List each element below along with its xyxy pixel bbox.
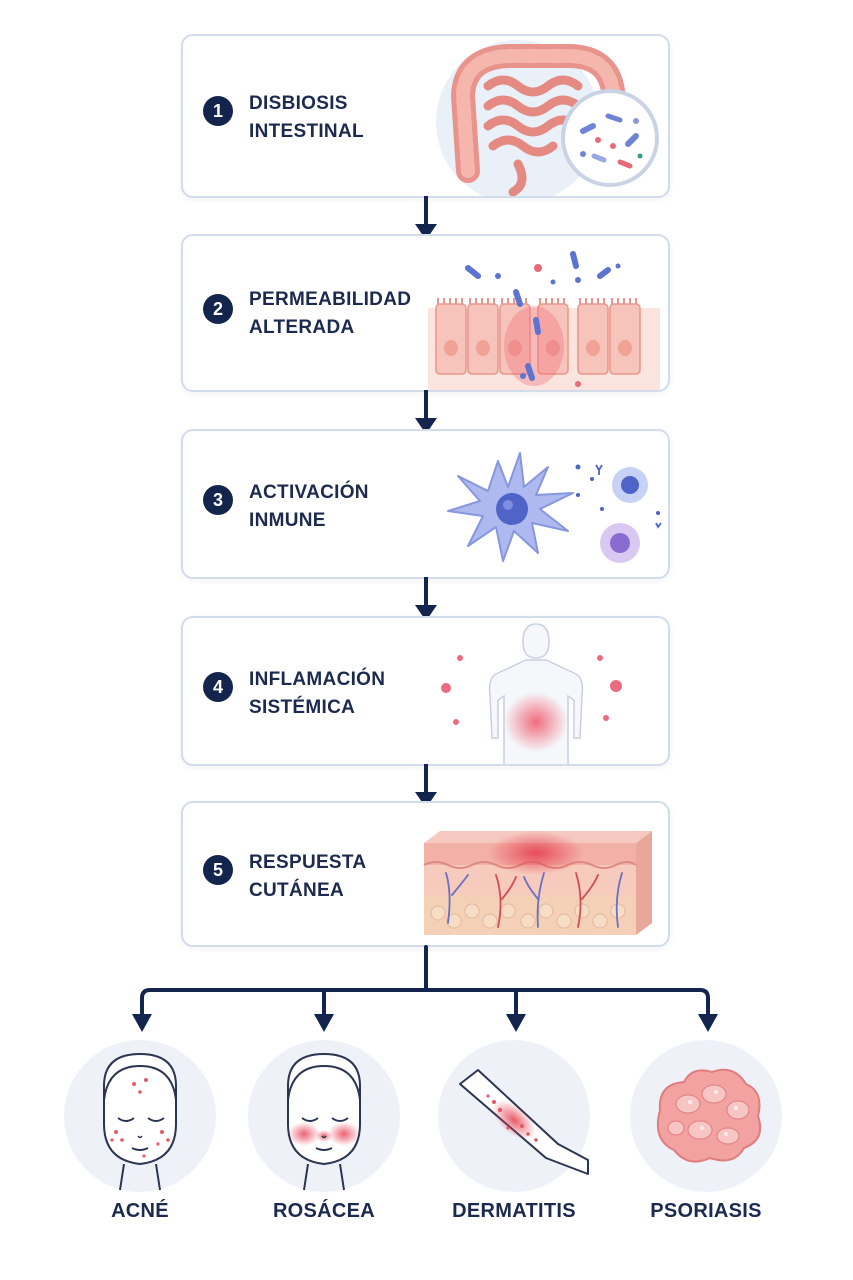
flow-arrow-2 xyxy=(415,390,437,434)
intestine-bacteria-icon xyxy=(436,40,659,196)
outcome-rosacea xyxy=(248,1040,400,1192)
skin-section-icon xyxy=(423,831,652,935)
flow-arrow-1 xyxy=(415,196,437,240)
outcome-dermatitis xyxy=(438,1040,590,1192)
step-card-3: 3 ACTIVACIÓN INMUNE xyxy=(181,429,670,579)
step-title-5: RESPUESTA CUTÁNEA xyxy=(249,852,367,901)
step-number-3: 3 xyxy=(203,485,233,515)
step-title-4: INFLAMACIÓN SISTÉMICA xyxy=(249,669,386,718)
step-card-2: 2 PERMEABILIDAD ALTERADA xyxy=(181,234,670,392)
acne-face-icon xyxy=(103,1052,177,1191)
step-card-4: 4 INFLAMACIÓN SISTÉMICA xyxy=(181,616,670,766)
dermatitis-arm-icon xyxy=(459,1069,589,1175)
branch-connector xyxy=(132,945,718,1032)
step-number-2: 2 xyxy=(203,294,233,324)
outcome-acne xyxy=(64,1040,216,1192)
flow-arrow-3 xyxy=(415,577,437,621)
flow-arrow-4 xyxy=(415,764,437,808)
outcome-psoriasis xyxy=(630,1040,782,1192)
step-number-1: 1 xyxy=(203,96,233,126)
outcome-label-rosacea: ROSÁCEA xyxy=(272,1200,376,1222)
step-card-5: 5 RESPUESTA CUTÁNEA xyxy=(181,801,670,947)
rosacea-face-icon xyxy=(287,1052,361,1191)
epithelium-icon xyxy=(428,251,660,390)
step-number-5: 5 xyxy=(203,855,233,885)
outcome-label-dermatitis: DERMATITIS xyxy=(452,1200,576,1222)
psoriasis-plaque-icon xyxy=(656,1068,762,1163)
step-title-1: DISBIOSIS INTESTINAL xyxy=(249,93,364,142)
step-number-4: 4 xyxy=(203,672,233,702)
outcome-label-acne: ACNÉ xyxy=(111,1200,169,1222)
outcome-label-psoriasis: PSORIASIS xyxy=(650,1200,762,1222)
step-title-3: ACTIVACIÓN INMUNE xyxy=(249,482,369,531)
step-title-2: PERMEABILIDAD ALTERADA xyxy=(249,289,412,338)
step-card-1: 1 DISBIOSIS INTESTINAL xyxy=(181,34,670,198)
immune-cells-icon xyxy=(447,452,662,563)
body-inflammation-icon xyxy=(441,623,622,764)
